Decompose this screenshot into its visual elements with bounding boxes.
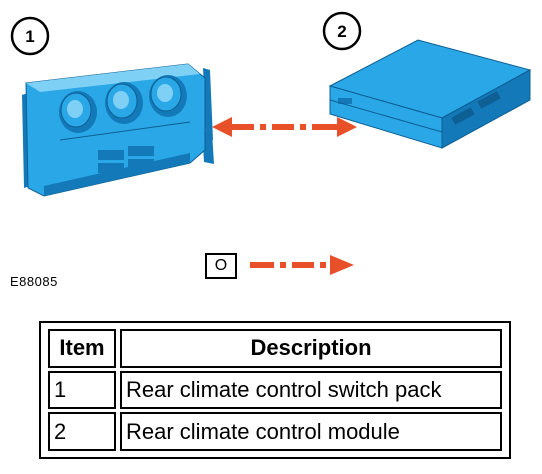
table-header-row: Item Description <box>48 329 502 368</box>
switch-pack-illustration <box>22 63 214 197</box>
item-description: Rear climate control module <box>120 412 502 451</box>
callout-2-label: 2 <box>337 22 346 41</box>
callout-2: 2 <box>322 11 362 51</box>
legend-arrow <box>250 255 354 275</box>
item-description: Rear climate control switch pack <box>120 370 502 410</box>
connection-arrow <box>212 117 357 137</box>
item-number: 2 <box>48 412 116 451</box>
item-number: 1 <box>48 370 116 410</box>
callout-1: 1 <box>10 16 50 56</box>
column-header-description: Description <box>120 329 502 368</box>
callout-1-label: 1 <box>25 27 34 46</box>
table-row: 1 Rear climate control switch pack <box>48 370 502 410</box>
control-module-illustration <box>328 39 532 149</box>
column-header-item: Item <box>48 329 116 368</box>
figure-id: E88085 <box>10 274 58 289</box>
table-row: 2 Rear climate control module <box>48 412 502 451</box>
legend-symbol-label: O <box>214 257 228 274</box>
component-diagram: 1 2 <box>10 11 532 197</box>
parts-key-table: Item Description 1 Rear climate control … <box>39 321 511 459</box>
legend-symbol: O <box>205 253 237 279</box>
